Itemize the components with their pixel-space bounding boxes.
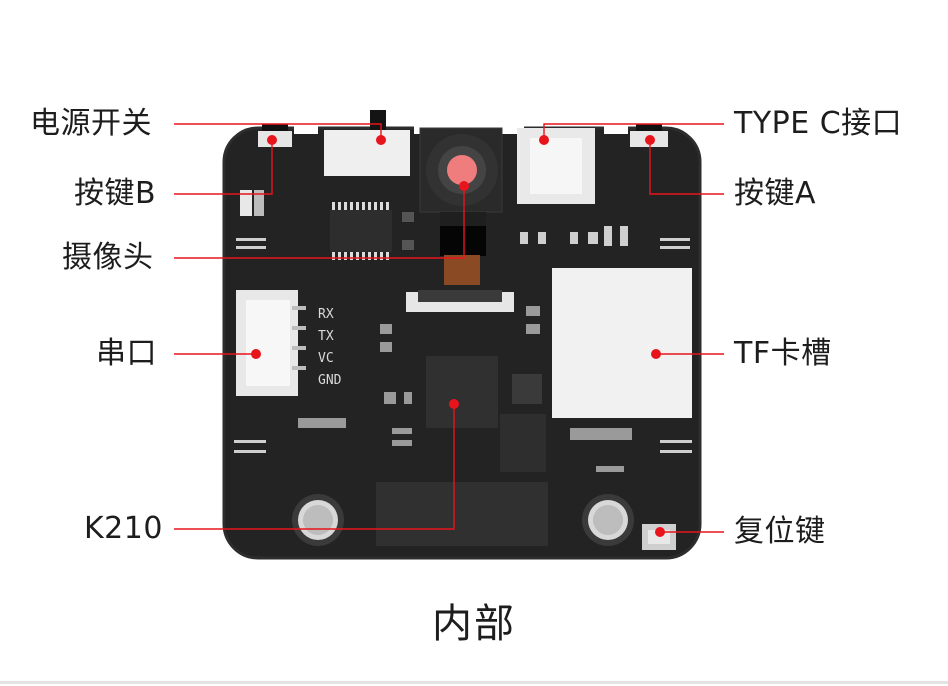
pointer-camera bbox=[459, 181, 469, 191]
label-tf-slot: TF卡槽 bbox=[734, 336, 832, 371]
silk-rx: RX bbox=[318, 307, 334, 322]
silk-vcc: VC bbox=[318, 351, 334, 366]
pointer-reset bbox=[655, 527, 665, 537]
serial-port-connector bbox=[236, 290, 306, 396]
mounting-hole-right bbox=[582, 494, 634, 546]
leader-type-c bbox=[543, 123, 724, 140]
label-button-a: 按键A bbox=[734, 176, 817, 211]
leader-button-a bbox=[649, 140, 724, 195]
leader-k210 bbox=[174, 404, 455, 530]
tf-card-slot bbox=[552, 268, 692, 418]
leader-camera bbox=[174, 186, 465, 259]
pointer-button-b bbox=[267, 135, 277, 145]
mounting-hole-left bbox=[292, 494, 344, 546]
bottom-divider bbox=[0, 681, 948, 684]
camera-module bbox=[419, 127, 503, 285]
pointer-type-c bbox=[539, 135, 549, 145]
pointer-tf bbox=[651, 349, 661, 359]
diagram-caption: 内部 bbox=[432, 601, 516, 647]
label-reset-key: 复位键 bbox=[734, 514, 826, 549]
pointer-button-a bbox=[645, 135, 655, 145]
label-serial-port: 串口 bbox=[96, 336, 157, 371]
type-c-connector bbox=[517, 128, 595, 204]
pointer-k210 bbox=[449, 399, 459, 409]
power-switch-component bbox=[324, 110, 410, 176]
label-type-c: TYPE C接口 bbox=[734, 106, 903, 141]
leader-button-b bbox=[174, 138, 273, 195]
label-button-b: 按键B bbox=[74, 176, 157, 211]
label-k210: K210 bbox=[84, 511, 163, 546]
k210-chip bbox=[426, 356, 498, 428]
silk-tx: TX bbox=[318, 329, 334, 344]
leader-power-switch bbox=[174, 123, 382, 138]
pointer-power-switch bbox=[376, 135, 386, 145]
silk-gnd: GND bbox=[318, 373, 342, 388]
label-power-switch: 电源开关 bbox=[30, 106, 152, 141]
pointer-serial bbox=[251, 349, 261, 359]
label-camera: 摄像头 bbox=[62, 240, 154, 275]
